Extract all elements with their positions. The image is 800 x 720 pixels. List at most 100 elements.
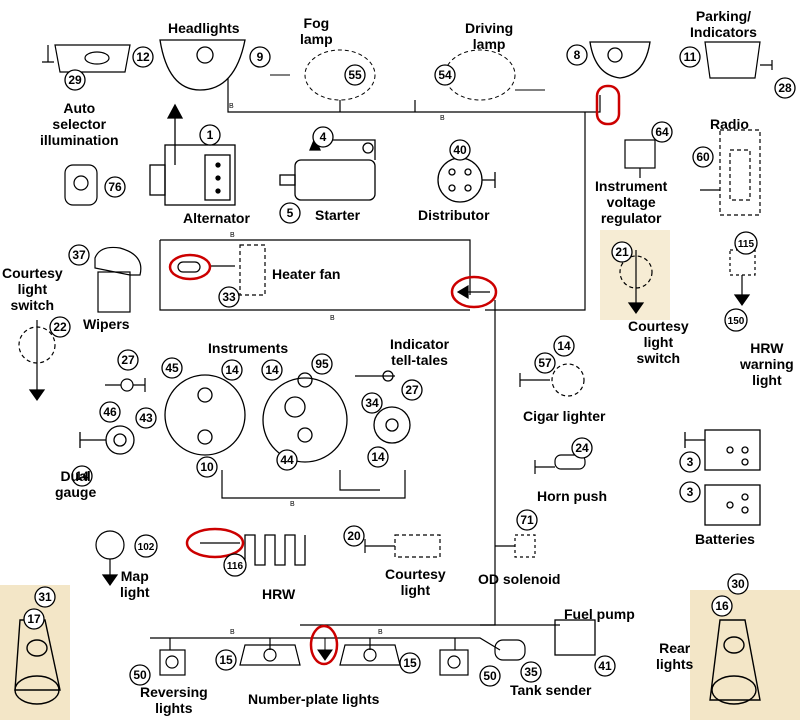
fog-lamp: [270, 49, 376, 101]
number-circle: [23, 608, 45, 630]
component-number-40: 40: [449, 139, 471, 161]
map-light: [95, 530, 125, 587]
number-circle: [534, 352, 556, 374]
number-text: 12: [136, 50, 150, 64]
number-circle: [343, 525, 365, 547]
number-text: 30: [731, 577, 745, 591]
number-circle: [312, 126, 334, 148]
number-text: 50: [133, 668, 147, 682]
number-circle: [64, 69, 86, 91]
number-text: 17: [27, 612, 41, 626]
number-text: 5: [287, 206, 294, 220]
number-text: 14: [265, 363, 279, 377]
number-circle: [449, 139, 471, 161]
number-text: 27: [405, 383, 419, 397]
component-number-71: 71: [516, 509, 538, 531]
number-circle: [134, 534, 158, 558]
component-number-41: 41: [594, 655, 616, 677]
reversing-light-left: [159, 649, 186, 676]
wire-instruments-bottom: [221, 470, 406, 499]
component-number-55: 55: [344, 64, 366, 86]
label-tank-sender: Tank sender: [510, 682, 592, 698]
bg-panel-right: [690, 590, 800, 720]
courtesy-light: [364, 534, 441, 558]
number-text: 45: [165, 361, 179, 375]
label-hrw: HRW: [262, 586, 296, 602]
number-text: 3: [687, 455, 694, 469]
parking-light-right: [704, 41, 773, 79]
number-circle: [132, 46, 154, 68]
number-text: 4: [320, 130, 327, 144]
component-number-150: 150: [724, 308, 748, 332]
number-text: 20: [347, 529, 361, 543]
component-number-45: 45: [161, 357, 183, 379]
component-number-4: 4: [312, 126, 334, 148]
wipers: [94, 246, 142, 313]
component-number-3: 3: [679, 451, 701, 473]
component-number-16: 16: [711, 595, 733, 617]
component-number-14: 14: [71, 465, 93, 487]
label-number-plate-lights: Number-plate lights: [248, 691, 380, 707]
number-text: 3: [687, 485, 694, 499]
number-text: 60: [696, 150, 710, 164]
number-circle: [311, 353, 333, 375]
component-number-14: 14: [553, 335, 575, 357]
number-circle: [49, 316, 71, 338]
number-circle: [218, 286, 240, 308]
component-number-5: 5: [279, 202, 301, 224]
number-circle: [571, 437, 593, 459]
label-headlights: Headlights: [168, 20, 240, 36]
component-number-9: 9: [249, 46, 271, 68]
highlight-indicator: [450, 275, 498, 309]
hrw-warning-light: [729, 249, 756, 307]
number-circle: [711, 595, 733, 617]
component-number-115: 115: [734, 231, 758, 255]
number-text: 64: [655, 125, 669, 139]
number-text: 14: [75, 469, 89, 483]
hrw-element: [200, 534, 306, 566]
number-text: 54: [438, 68, 452, 82]
label-voltage-regulator: Instrument voltage regulator: [595, 178, 668, 226]
rear-light-right: [709, 619, 761, 705]
wire-heater-left: [159, 240, 470, 311]
number-circle: [399, 652, 421, 674]
component-number-44: 44: [276, 449, 298, 471]
label-instruments: Instruments: [208, 340, 289, 356]
label-courtesy-switch-right: Courtesy light switch: [628, 318, 689, 366]
number-circle: [651, 121, 673, 143]
label-od-solenoid: OD solenoid: [478, 571, 561, 587]
number-text: 46: [103, 405, 117, 419]
indicator-junction: [456, 284, 490, 300]
component-number-46: 46: [99, 401, 121, 423]
component-number-35: 35: [520, 661, 542, 683]
number-circle: [135, 407, 157, 429]
number-text: 14: [557, 339, 571, 353]
wire-code: B: [290, 501, 295, 508]
highlight-ground: [309, 624, 339, 666]
number-circle: [104, 176, 126, 198]
label-alternator: Alternator: [183, 210, 250, 226]
number-circle: [516, 509, 538, 531]
wire-code: B: [230, 629, 235, 636]
cigar-lighter: [519, 363, 585, 397]
label-parking-indicators: Parking/ Indicators: [690, 8, 757, 40]
courtesy-switch-left: [18, 320, 56, 402]
number-text: 95: [315, 357, 329, 371]
horn-push: [534, 454, 586, 474]
label-rear-lights: Rear lights: [656, 640, 694, 672]
component-number-15: 15: [399, 652, 421, 674]
component-number-50: 50: [479, 665, 501, 687]
component-number-14: 14: [221, 359, 243, 381]
number-text: 40: [453, 143, 467, 157]
number-circle: [611, 241, 633, 263]
component-number-24: 24: [571, 437, 593, 459]
component-number-8: 8: [566, 44, 588, 66]
number-circle: [361, 392, 383, 414]
parking-light-left: [42, 44, 131, 73]
starter: [279, 136, 376, 201]
number-circle: [129, 664, 151, 686]
number-circle: [479, 665, 501, 687]
number-text: 55: [348, 68, 362, 82]
driving-lamp: [444, 49, 545, 101]
label-wipers: Wipers: [83, 316, 130, 332]
